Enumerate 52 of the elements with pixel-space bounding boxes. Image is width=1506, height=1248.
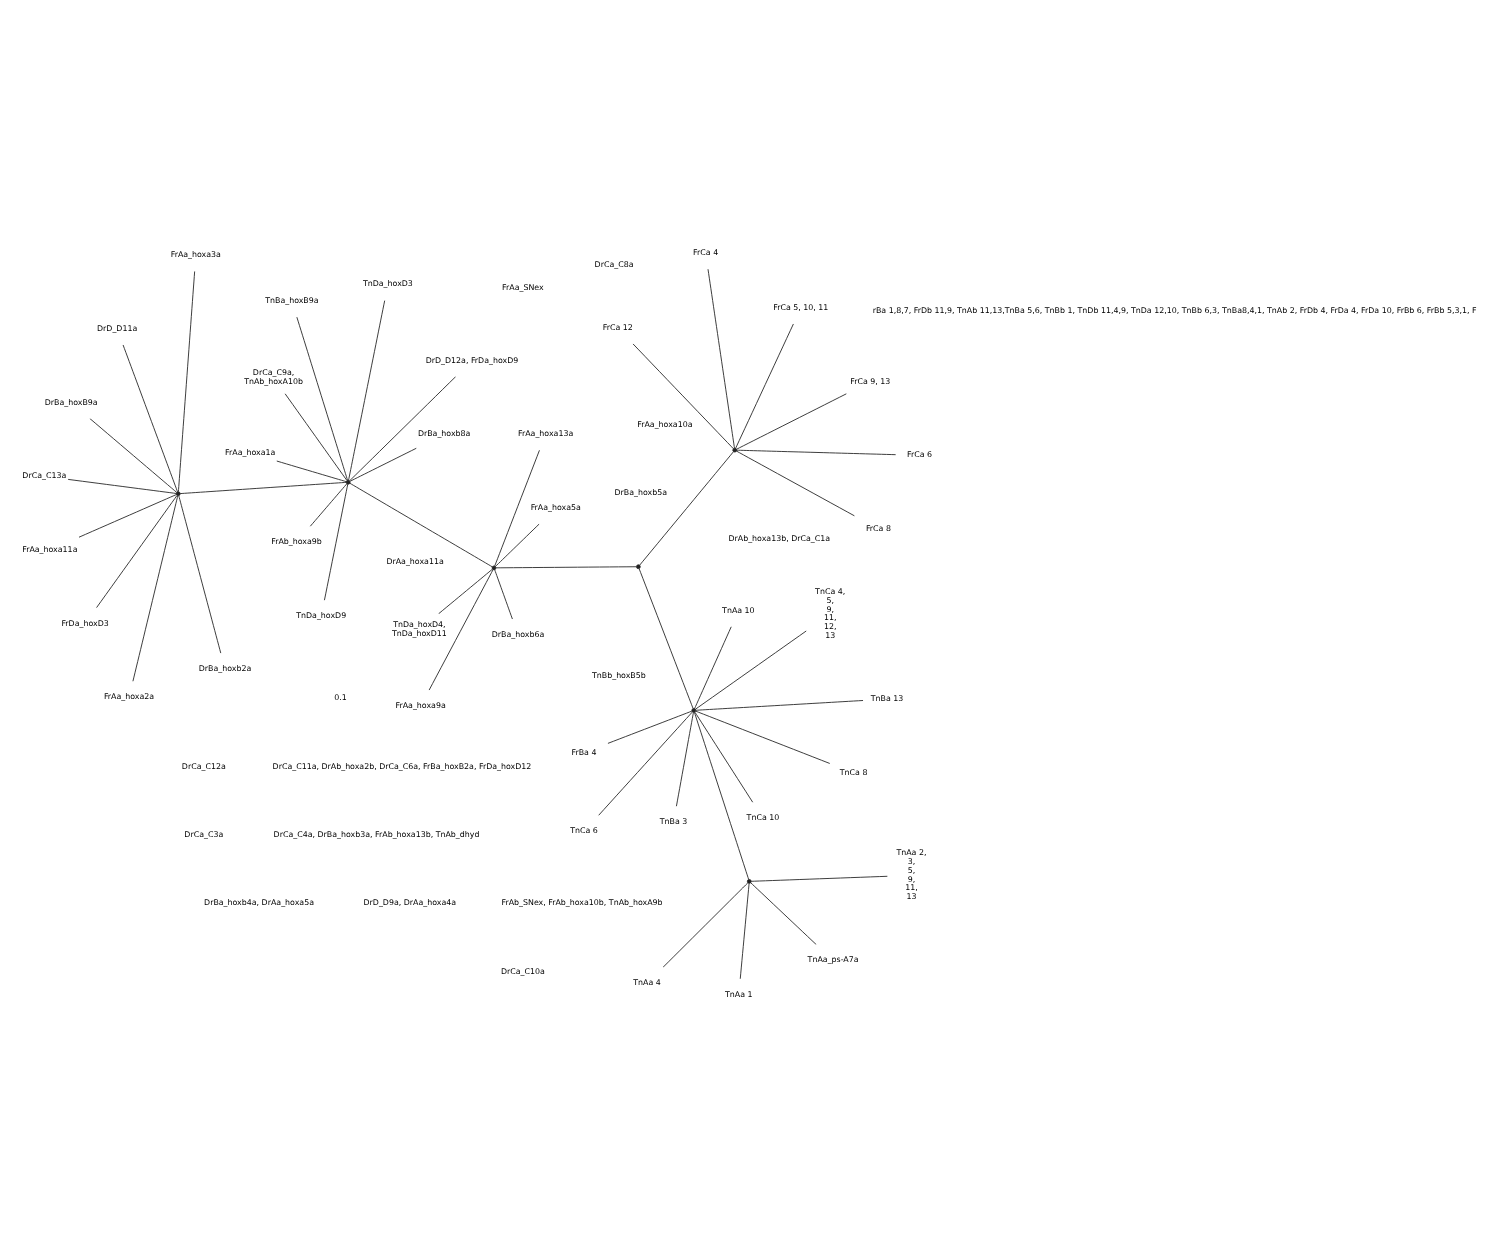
connector	[736, 393, 847, 450]
connector	[296, 316, 348, 481]
connector	[132, 495, 179, 682]
connector	[428, 569, 494, 691]
connector	[598, 711, 693, 816]
node-point	[345, 479, 351, 485]
connector	[707, 268, 735, 449]
connector	[284, 393, 348, 481]
connector	[495, 566, 637, 569]
connector	[695, 630, 807, 710]
connector	[177, 271, 196, 493]
node-point	[691, 708, 697, 713]
connector	[122, 344, 178, 493]
node-point	[732, 447, 738, 453]
connector	[276, 460, 347, 483]
node-point	[636, 564, 641, 570]
connector	[694, 626, 732, 710]
connector	[639, 451, 734, 566]
connector	[348, 300, 386, 481]
connector	[494, 449, 540, 567]
connector	[736, 450, 855, 517]
connector	[662, 882, 749, 968]
connector	[67, 478, 177, 494]
connector	[178, 495, 222, 654]
connector	[735, 323, 794, 449]
connector	[89, 418, 178, 493]
connector	[693, 711, 750, 880]
connector	[349, 376, 457, 482]
connector	[309, 483, 348, 527]
connector	[349, 482, 493, 568]
connector	[694, 711, 754, 803]
connector	[695, 700, 864, 711]
connector	[495, 523, 540, 567]
connector	[695, 710, 831, 764]
connector	[323, 483, 349, 601]
connector	[675, 711, 694, 807]
connector	[736, 449, 897, 456]
connector	[96, 495, 178, 609]
connector	[494, 569, 513, 620]
connector	[349, 447, 417, 482]
connector	[750, 882, 817, 946]
connector	[739, 882, 750, 980]
node-point	[746, 879, 752, 884]
connector	[632, 343, 734, 450]
connector	[638, 568, 694, 710]
connector	[750, 875, 888, 882]
node-point	[491, 565, 497, 571]
connector	[78, 494, 177, 538]
connector	[179, 481, 347, 495]
connector	[607, 710, 693, 744]
connector	[438, 568, 493, 615]
node-point	[175, 491, 181, 497]
